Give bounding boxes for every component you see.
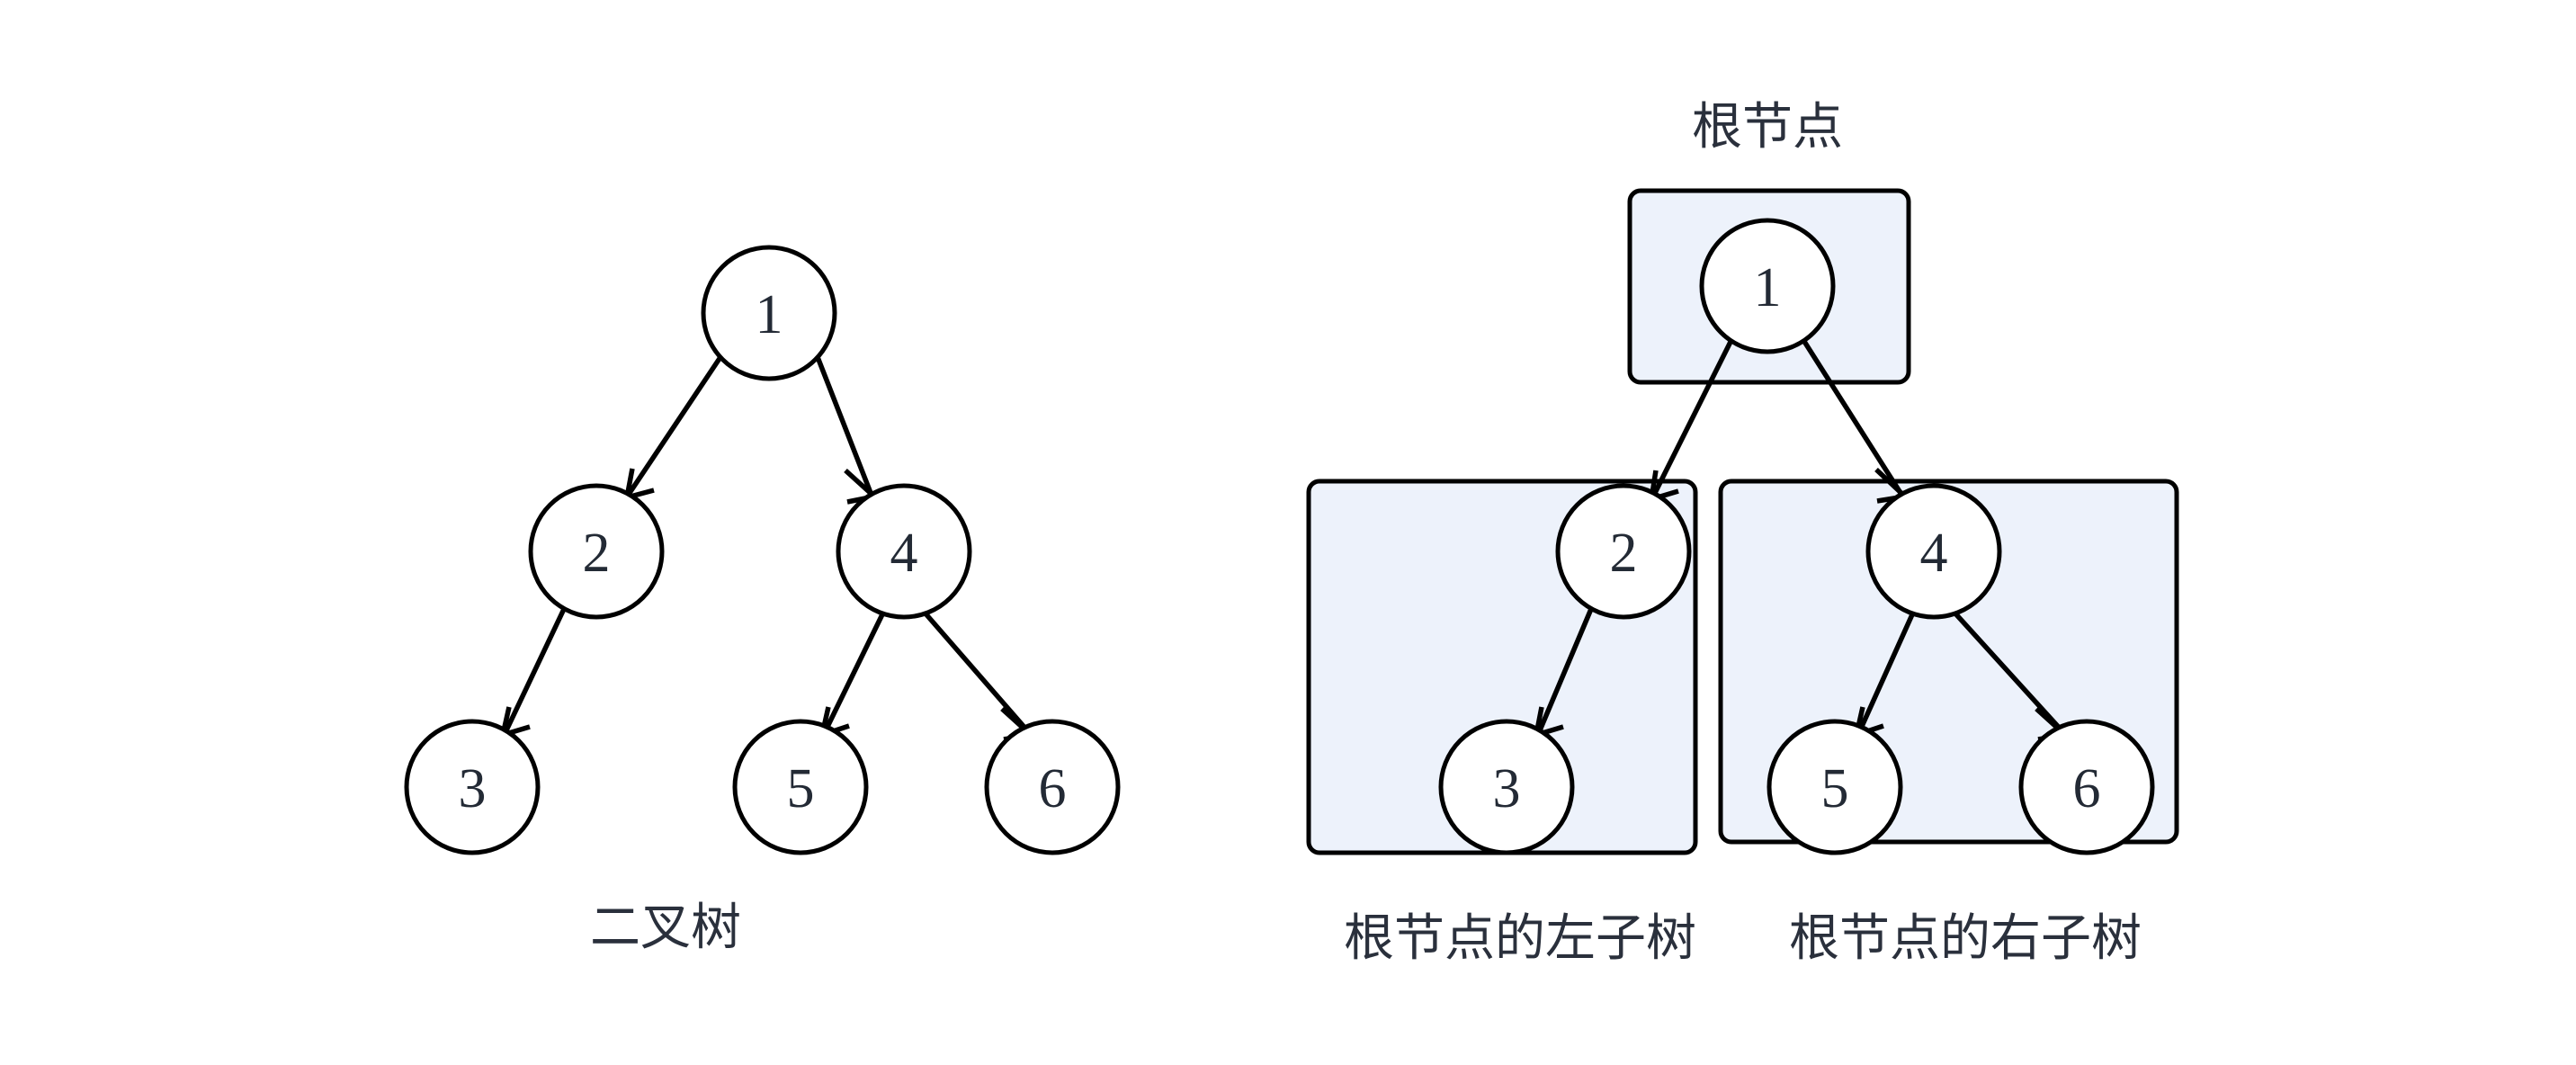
subtree-node-5-label: 5 bbox=[1821, 758, 1849, 819]
subtree-node-6[interactable]: 6 bbox=[2018, 719, 2155, 855]
edge-r1-to-r2 bbox=[1652, 338, 1734, 495]
edge-4-to-5 bbox=[823, 611, 886, 732]
tree-node-1[interactable]: 1 bbox=[701, 245, 837, 381]
right-panel-nodes: 1 2 4 3 5 bbox=[1438, 218, 2155, 855]
tree-node-4-label: 4 bbox=[890, 523, 918, 584]
subtree-node-1[interactable]: 1 bbox=[1699, 218, 1836, 354]
subtree-node-2[interactable]: 2 bbox=[1555, 483, 1692, 620]
tree-node-5-label: 5 bbox=[787, 758, 815, 819]
caption-left-subtree: 根节点的左子树 bbox=[1344, 909, 1696, 966]
tree-node-5[interactable]: 5 bbox=[732, 719, 869, 855]
edge-r2-to-r3 bbox=[1537, 607, 1594, 732]
tree-node-3[interactable]: 3 bbox=[404, 719, 541, 855]
tree-node-6[interactable]: 6 bbox=[984, 719, 1121, 855]
left-panel-nodes: 1 2 4 3 5 bbox=[404, 245, 1121, 855]
subtree-node-5[interactable]: 5 bbox=[1767, 719, 1903, 855]
caption-binary-tree: 二叉树 bbox=[590, 899, 741, 955]
subtree-node-3[interactable]: 3 bbox=[1438, 719, 1575, 855]
edge-2-to-3 bbox=[504, 607, 567, 732]
edge-r4-to-r5 bbox=[1857, 611, 1916, 732]
subtree-node-1-label: 1 bbox=[1754, 257, 1782, 318]
subtree-node-2-label: 2 bbox=[1610, 523, 1638, 584]
subtree-node-4-label: 4 bbox=[1920, 523, 1948, 584]
subtree-node-3-label: 3 bbox=[1493, 758, 1521, 819]
tree-node-6-label: 6 bbox=[1039, 758, 1067, 819]
tree-node-3-label: 3 bbox=[459, 758, 487, 819]
right-panel-tree: 根节点 bbox=[1306, 98, 2179, 966]
edge-r4-to-r6 bbox=[1952, 611, 2064, 732]
tree-node-2[interactable]: 2 bbox=[528, 483, 665, 620]
edge-1-to-2 bbox=[627, 355, 723, 495]
edge-4-to-6 bbox=[922, 611, 1030, 732]
left-panel-tree: 1 2 4 3 5 bbox=[404, 245, 1121, 955]
caption-root-node: 根节点 bbox=[1692, 98, 1843, 155]
edge-r1-to-r4 bbox=[1801, 338, 1903, 495]
caption-right-subtree: 根节点的右子树 bbox=[1789, 909, 2142, 966]
tree-node-2-label: 2 bbox=[583, 523, 611, 584]
tree-node-4[interactable]: 4 bbox=[836, 483, 972, 620]
subtree-node-4[interactable]: 4 bbox=[1865, 483, 2002, 620]
subtree-node-6-label: 6 bbox=[2073, 758, 2101, 819]
tree-node-1-label: 1 bbox=[756, 284, 783, 345]
edge-1-to-4 bbox=[815, 355, 873, 495]
